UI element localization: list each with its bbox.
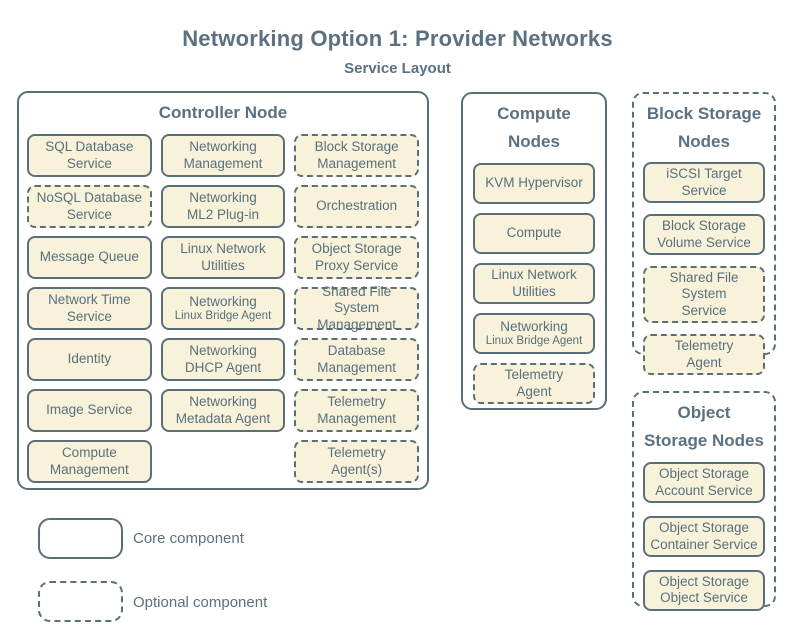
- service-box-shared-file-system-service: Shared File System Service: [643, 265, 765, 324]
- service-sublabel: Linux Bridge Agent: [174, 310, 272, 323]
- service-box-sql-database-service: SQL Database Service: [27, 134, 152, 178]
- service-box-identity: Identity: [27, 338, 152, 382]
- service-box-network-time-service: Network Time Service: [27, 287, 152, 331]
- group-object-storage-nodes: Object Storage Nodes Object Storage Acco…: [632, 391, 776, 611]
- service-box-telemetry-agent-s: Telemetry Agent(s): [294, 440, 419, 484]
- service-label: Compute Management: [49, 445, 129, 477]
- service-box-compute: Compute: [473, 213, 595, 255]
- service-sublabel: Linux Bridge Agent: [485, 335, 583, 348]
- service-box-block-storage-volume-service: Block Storage Volume Service: [643, 214, 765, 255]
- service-label: Networking DHCP Agent: [184, 343, 262, 375]
- page-subtitle: Service Layout: [344, 60, 451, 77]
- service-box-networking-ml2-plug-in: Networking ML2 Plug-in: [160, 185, 286, 229]
- service-label: Shared File System Service: [669, 269, 739, 318]
- service-label: Networking: [189, 293, 257, 309]
- service-label: Telemetry Agent: [504, 367, 564, 399]
- service-box-linux-network-utilities: Linux Network Utilities: [473, 263, 595, 305]
- service-label: Orchestration: [316, 198, 398, 214]
- service-label: KVM Hypervisor: [485, 175, 583, 191]
- legend-core-swatch: [38, 518, 123, 559]
- service-box-telemetry-agent: Telemetry Agent: [473, 363, 595, 405]
- service-box-orchestration: Orchestration: [294, 185, 419, 229]
- group-title-compute-nodes: Compute Nodes: [497, 104, 571, 152]
- empty-cell: [161, 440, 286, 483]
- service-label: Database Management: [317, 343, 397, 375]
- service-box-block-storage-management: Block Storage Management: [294, 134, 419, 178]
- service-label: Networking ML2 Plug-in: [186, 190, 260, 222]
- service-box-database-management: Database Management: [294, 338, 419, 382]
- service-label: Identity: [67, 351, 112, 367]
- group-title-object-storage-nodes: Object Storage Nodes: [644, 403, 764, 451]
- service-box-object-storage-proxy-service: Object Storage Proxy Service: [294, 236, 419, 280]
- service-label: Linux Network Utilities: [491, 267, 577, 299]
- legend-optional-swatch: [38, 581, 123, 622]
- service-box-networking-management: Networking Management: [160, 134, 286, 178]
- controller-services: SQL Database Service Networking Managemen…: [19, 127, 427, 491]
- service-box-kvm-hypervisor: KVM Hypervisor: [473, 163, 595, 205]
- service-label: Object Storage Object Service: [658, 573, 750, 606]
- service-label: Block Storage Volume Service: [657, 218, 751, 250]
- service-box-networking-dhcp-agent: Networking DHCP Agent: [160, 338, 286, 382]
- service-box-telemetry-agent: Telemetry Agent: [643, 334, 765, 376]
- service-label: Block Storage Management: [314, 139, 399, 171]
- legend-optional-label: Optional component: [133, 594, 268, 611]
- service-label: Image Service: [46, 402, 133, 418]
- service-box-object-storage-account-service: Object Storage Account Service: [643, 462, 765, 504]
- service-box-linux-network-utilities: Linux Network Utilities: [160, 236, 286, 280]
- group-block-storage-nodes: Block Storage Nodes iSCSI Target Service…: [632, 92, 776, 376]
- service-label: Object Storage Proxy Service: [311, 241, 402, 273]
- service-box-image-service: Image Service: [27, 389, 152, 433]
- service-label: Networking Management: [183, 139, 263, 171]
- service-box-telemetry-management: Telemetry Management: [294, 389, 419, 433]
- service-label: Network Time Service: [48, 292, 131, 324]
- service-box-nosql-database-service: NoSQL Database Service: [27, 185, 152, 229]
- service-label: Shared File System Management: [317, 283, 397, 332]
- service-label: Networking Metadata Agent: [175, 394, 271, 426]
- service-label: Telemetry Agent: [674, 338, 734, 370]
- group-title-block-storage-nodes: Block Storage Nodes: [646, 104, 762, 152]
- service-label: SQL Database Service: [45, 139, 134, 171]
- service-label: Networking: [500, 318, 568, 334]
- service-box-object-storage-container-service: Object Storage Container Service: [643, 516, 765, 557]
- service-box-iscsi-target-service: iSCSI Target Service: [643, 162, 765, 204]
- service-label: Linux Network Utilities: [180, 241, 266, 273]
- page-title: Networking Option 1: Provider Networks: [182, 26, 613, 51]
- group-title-controller-node: Controller Node: [158, 103, 288, 122]
- service-label: Telemetry Management: [317, 394, 397, 426]
- service-box-networking-metadata-agent: Networking Metadata Agent: [160, 389, 286, 433]
- service-label: Compute: [506, 225, 562, 241]
- legend-core-label: Core component: [133, 530, 244, 547]
- service-box-compute-management: Compute Management: [27, 440, 152, 484]
- service-label: Object Storage Container Service: [650, 520, 758, 552]
- service-label: Message Queue: [39, 249, 139, 265]
- service-label: Telemetry Agent(s): [327, 445, 386, 477]
- service-label: Object Storage Account Service: [655, 466, 753, 498]
- service-box-object-storage-object-service: Object Storage Object Service: [643, 569, 765, 611]
- service-label: NoSQL Database Service: [36, 190, 142, 222]
- service-box-message-queue: Message Queue: [27, 236, 152, 280]
- service-box-shared-file-system-management: Shared File System Management: [294, 283, 419, 332]
- service-label: iSCSI Target Service: [666, 166, 742, 198]
